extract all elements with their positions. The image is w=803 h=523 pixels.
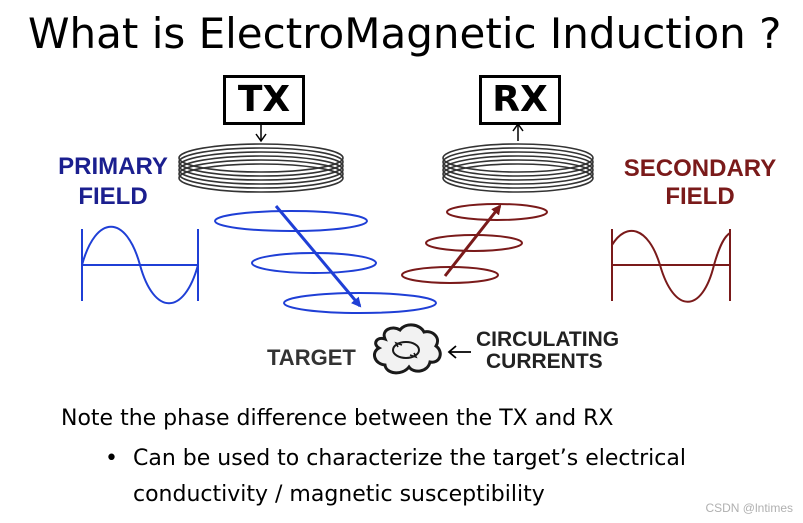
circulating-currents-label: CIRCULATING CURRENTS [476, 329, 619, 373]
tx-box: TX [223, 75, 305, 125]
watermark: CSDN @lntimes [705, 501, 793, 515]
target-label: TARGET [267, 345, 356, 371]
bullet-text: Can be used to characterize the target’s… [133, 441, 773, 513]
note-text: Note the phase difference between the TX… [61, 404, 613, 434]
secondary-field-label: SECONDARY FIELD [610, 155, 790, 211]
rx-box: RX [479, 75, 561, 125]
primary-sine-wave [82, 227, 198, 304]
primary-field-rings [215, 211, 436, 313]
bullet-symbol: • [105, 441, 118, 477]
secondary-sine-wave [612, 229, 730, 302]
circulating-currents-line2: CURRENTS [476, 351, 619, 373]
rx-coil [443, 144, 593, 192]
primary-field-label-line2: FIELD [48, 182, 178, 212]
circulating-arrow [449, 346, 471, 358]
circulating-currents-line1: CIRCULATING [476, 329, 619, 351]
primary-field-label-line1: PRIMARY [48, 152, 178, 182]
tx-down-arrow [256, 123, 266, 141]
secondary-field-rings [402, 204, 547, 283]
tx-coil [179, 144, 343, 192]
rx-up-arrow [513, 124, 523, 141]
target-icon [374, 325, 440, 373]
secondary-field-label-line2: FIELD [610, 183, 790, 211]
primary-field-label: PRIMARY FIELD [48, 152, 178, 212]
primary-field-arrow [276, 206, 360, 306]
secondary-field-label-line1: SECONDARY [610, 155, 790, 183]
